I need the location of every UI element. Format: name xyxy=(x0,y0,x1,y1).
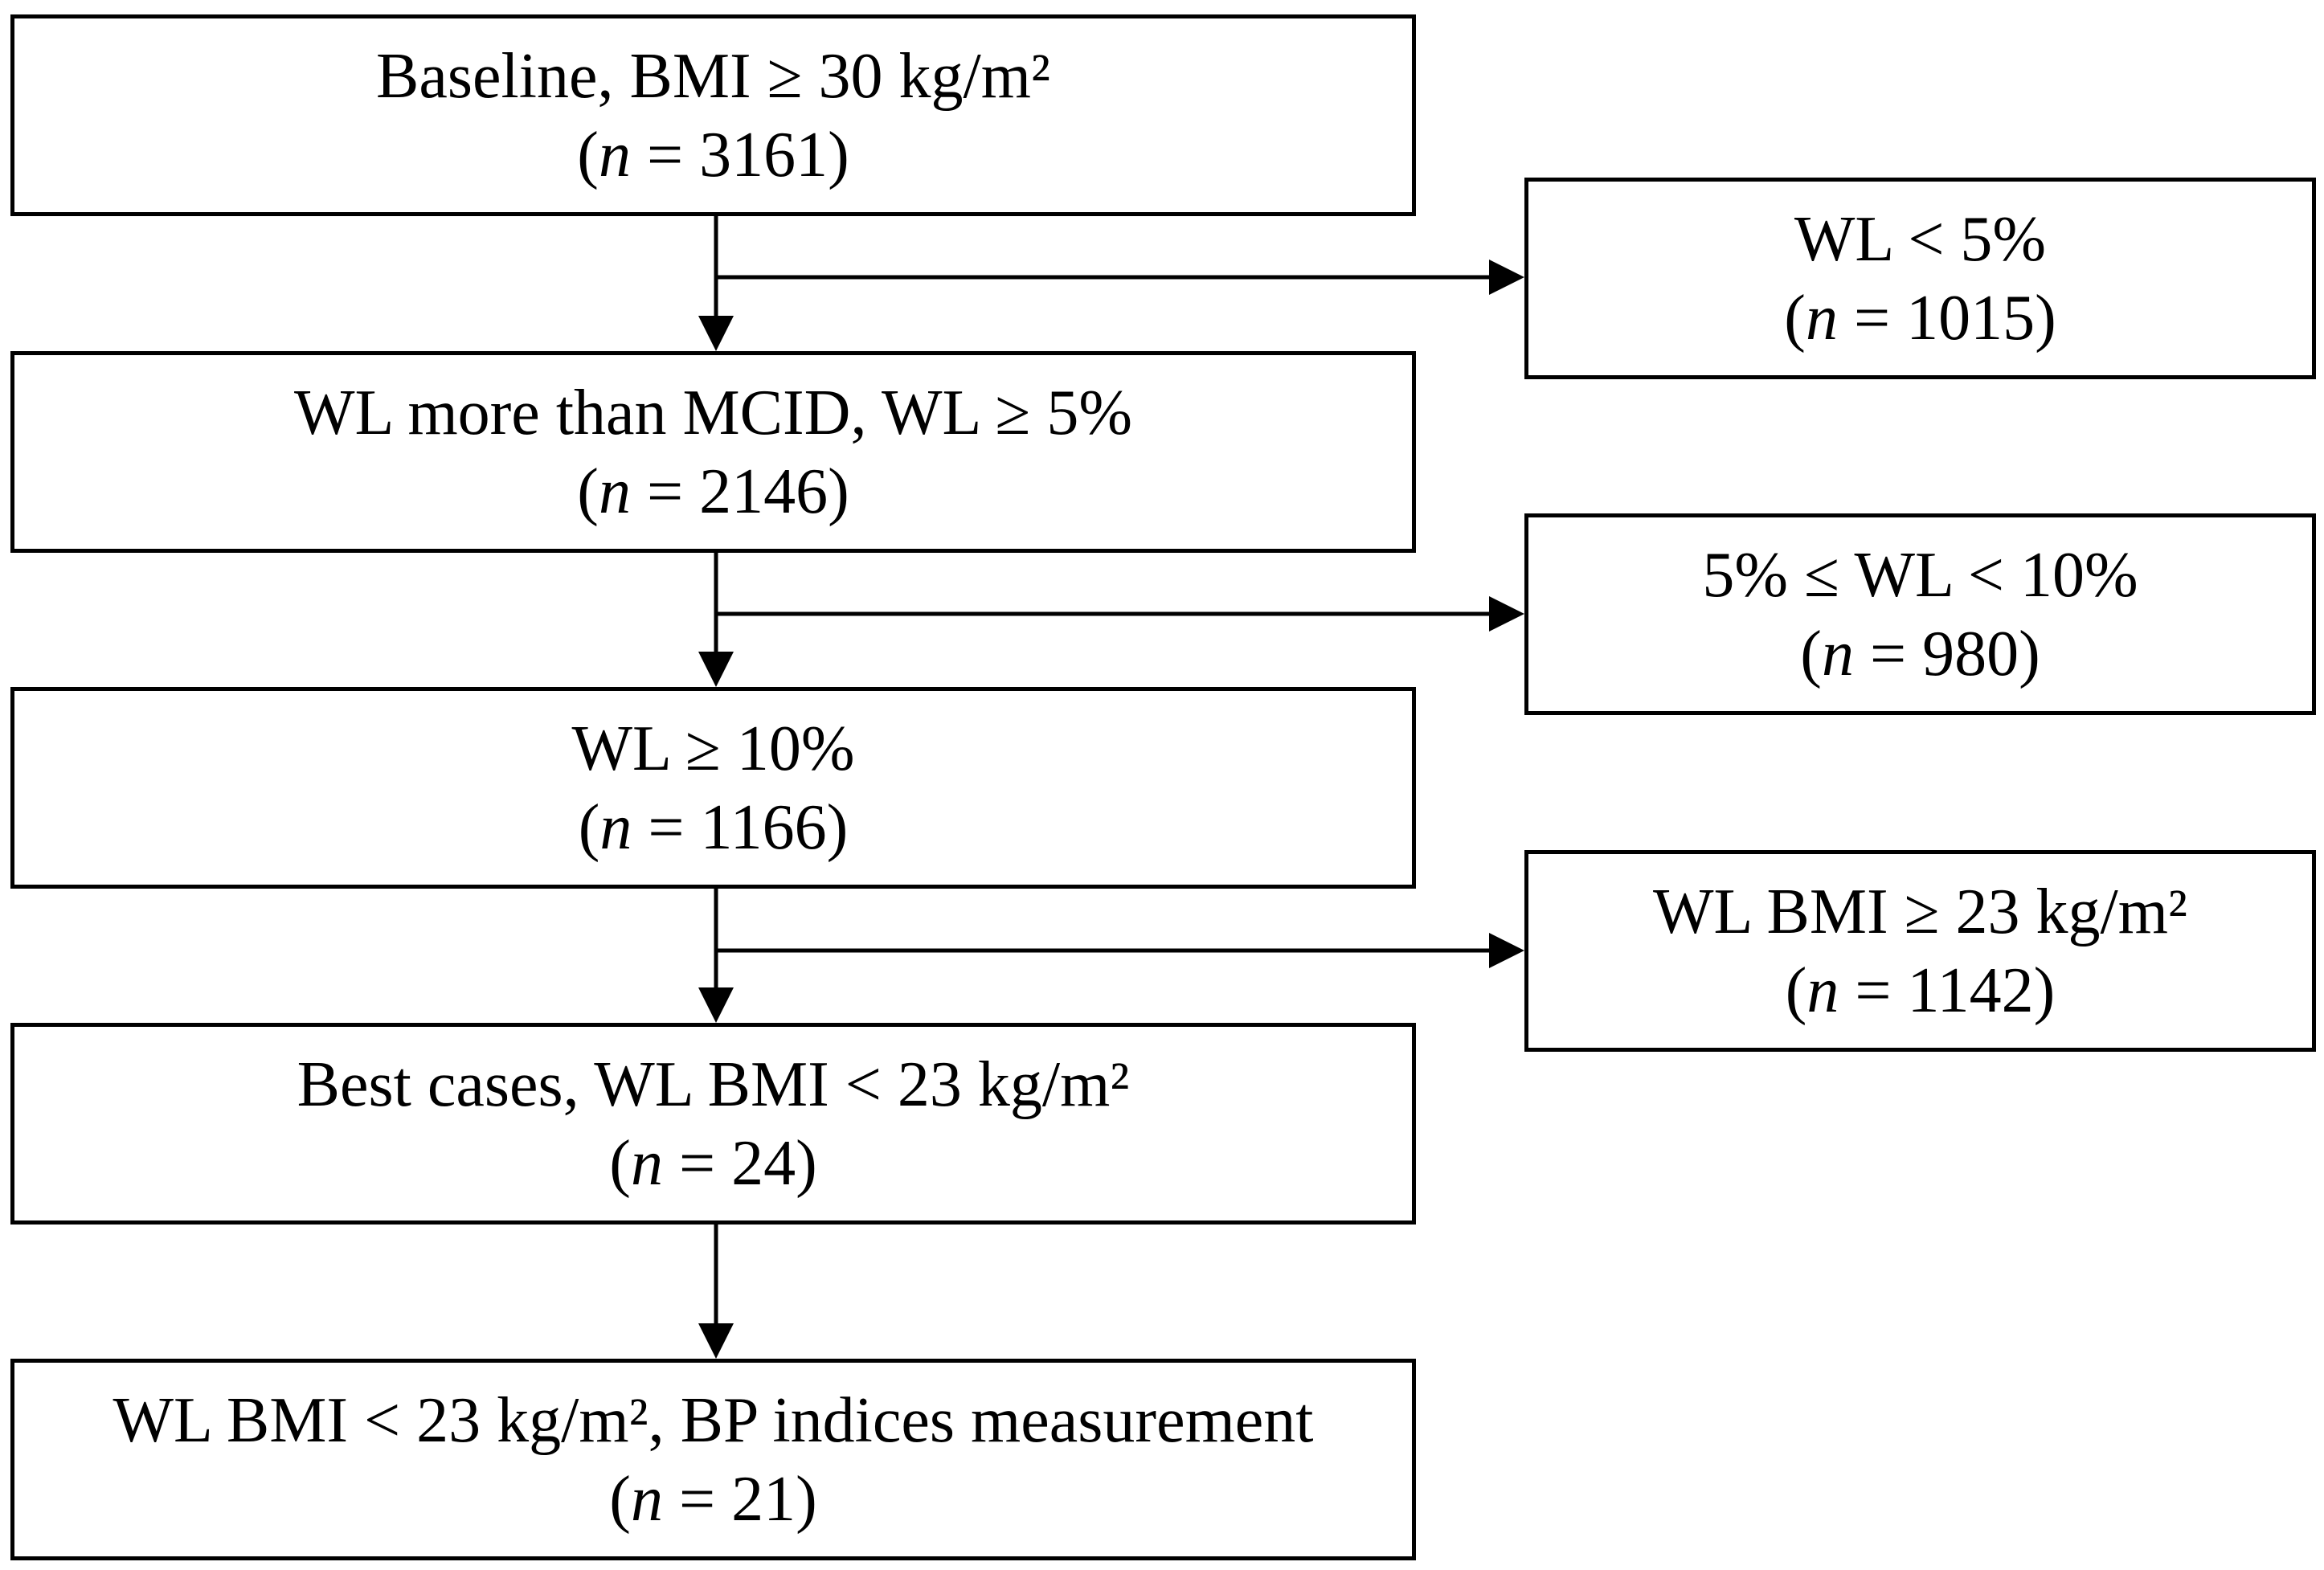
edge-baseline-to-wl-lt5 xyxy=(716,260,1524,295)
node-count: (n = 3161) xyxy=(577,119,849,190)
n-symbol: n xyxy=(1821,618,1854,689)
node-count: (n = 1015) xyxy=(1784,282,2056,354)
node-label: WL BMI ≥ 23 kg/m² xyxy=(1653,876,2187,947)
n-value: 1142 xyxy=(1907,955,2034,1026)
node-label: WL < 5% xyxy=(1794,203,2047,275)
node-count: (n = 980) xyxy=(1800,618,2040,689)
n-value: 24 xyxy=(731,1127,796,1199)
edge-wl5plus-to-wl5to10 xyxy=(716,596,1524,632)
node-count: (n = 21) xyxy=(609,1463,817,1535)
node-count: (n = 1142) xyxy=(1785,955,2056,1026)
edge-wl5plus-to-wl10plus xyxy=(698,553,734,687)
node-label: 5% ≤ WL < 10% xyxy=(1702,539,2138,611)
node-label: WL ≥ 10% xyxy=(571,713,855,784)
n-value: 21 xyxy=(731,1463,796,1535)
n-value: 980 xyxy=(1922,618,2019,689)
node-wl-10-plus: WL ≥ 10% (n = 1166) xyxy=(10,687,1416,889)
node-label: Baseline, BMI ≥ 30 kg/m² xyxy=(376,40,1050,112)
node-wl-bmi-23-plus: WL BMI ≥ 23 kg/m² (n = 1142) xyxy=(1524,850,2316,1052)
edge-wl10plus-to-best xyxy=(698,889,734,1023)
node-wl-5-to-10: 5% ≤ WL < 10% (n = 980) xyxy=(1524,513,2316,715)
node-bp-measurement: WL BMI < 23 kg/m², BP indices measuremen… xyxy=(10,1359,1416,1560)
n-value: 3161 xyxy=(699,119,829,190)
node-wl-less-than-5: WL < 5% (n = 1015) xyxy=(1524,178,2316,379)
n-symbol: n xyxy=(598,456,631,527)
n-symbol: n xyxy=(598,119,631,190)
edge-best-to-bp xyxy=(698,1225,734,1359)
node-baseline: Baseline, BMI ≥ 30 kg/m² (n = 3161) xyxy=(10,14,1416,216)
node-count: (n = 1166) xyxy=(578,791,849,863)
node-wl-more-than-mcid: WL more than MCID, WL ≥ 5% (n = 2146) xyxy=(10,351,1416,553)
node-label: WL more than MCID, WL ≥ 5% xyxy=(294,377,1132,448)
n-symbol: n xyxy=(1806,955,1839,1026)
node-label: WL BMI < 23 kg/m², BP indices measuremen… xyxy=(113,1384,1314,1456)
node-best-cases: Best cases, WL BMI < 23 kg/m² (n = 24) xyxy=(10,1023,1416,1225)
edge-baseline-to-wl5plus xyxy=(698,216,734,351)
n-value: 2146 xyxy=(699,456,829,527)
node-label: Best cases, WL BMI < 23 kg/m² xyxy=(297,1049,1130,1120)
n-value: 1015 xyxy=(1906,282,2036,354)
edge-wl10plus-to-bmi23plus xyxy=(716,933,1524,968)
n-value: 1166 xyxy=(700,791,827,863)
n-symbol: n xyxy=(1805,282,1838,354)
n-symbol: n xyxy=(630,1127,663,1199)
n-symbol: n xyxy=(599,791,632,863)
n-symbol: n xyxy=(630,1463,663,1535)
node-count: (n = 2146) xyxy=(577,456,849,527)
node-count: (n = 24) xyxy=(609,1127,817,1199)
